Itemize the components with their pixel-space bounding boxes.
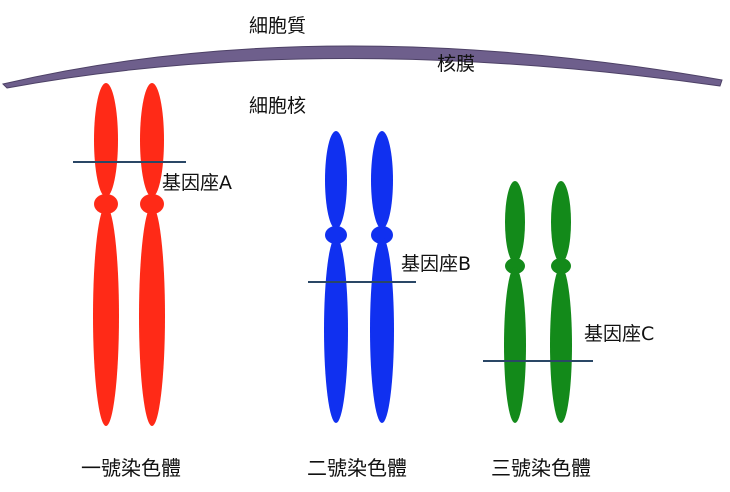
nuclear-membrane — [2, 45, 723, 89]
chromosome-2 — [308, 131, 416, 423]
chromosome-3-label: 三號染色體 — [491, 456, 591, 480]
chromatid-2b — [370, 131, 394, 423]
locus-label-b: 基因座B — [401, 253, 472, 275]
locus-label-a: 基因座A — [162, 172, 232, 194]
chromatid-1a — [93, 83, 119, 426]
cytoplasm-label: 細胞質 — [249, 15, 307, 37]
chromosome-1-label: 一號染色體 — [81, 456, 181, 480]
nuclear-membrane-label: 核膜 — [437, 53, 476, 75]
chromatid-2a — [324, 131, 348, 423]
chromatid-1b — [139, 83, 165, 426]
nucleus-label: 細胞核 — [249, 95, 307, 117]
chromatid-3a — [504, 181, 526, 423]
locus-label-c: 基因座C — [584, 323, 655, 345]
chromosome-2-label: 二號染色體 — [307, 456, 407, 480]
chromatid-3b — [550, 181, 572, 423]
chromosome-3 — [483, 181, 593, 423]
chromosome-1 — [73, 83, 186, 426]
